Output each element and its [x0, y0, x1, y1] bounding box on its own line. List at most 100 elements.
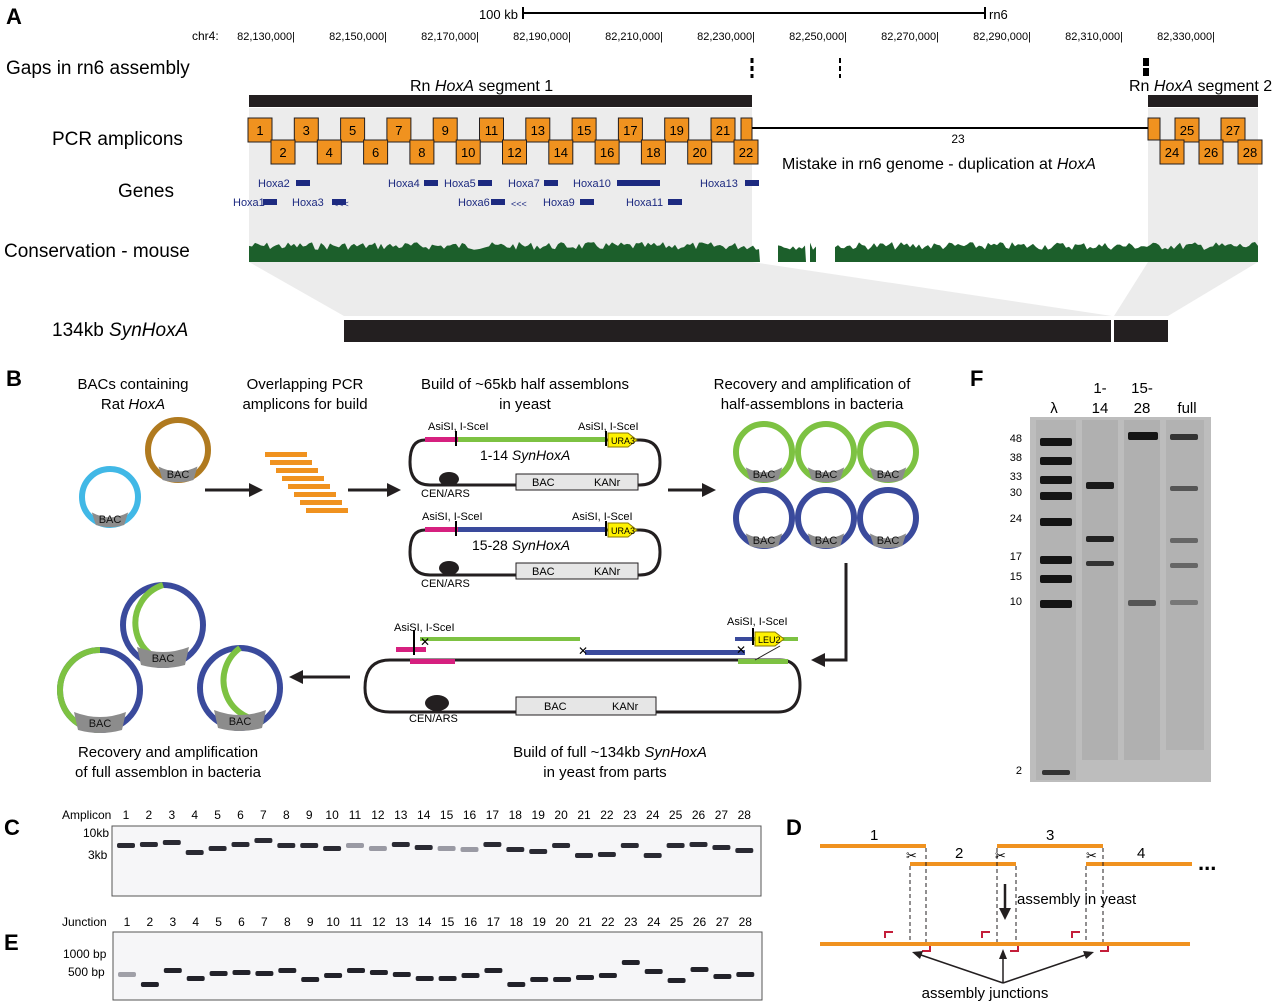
gel-e-lane-label: 17	[487, 915, 501, 929]
panel-a-letter: A	[6, 4, 22, 29]
gel-e-band	[347, 968, 365, 973]
gene-label: Hoxa4	[388, 178, 420, 190]
gel-c-lane-label: 3	[168, 808, 175, 822]
amplicon-box: 16	[594, 139, 620, 165]
gel-c-band	[460, 847, 479, 852]
full-bac: BAC	[197, 645, 283, 731]
amplicon-box: 3	[293, 117, 319, 143]
gel-e-lane-label: 4	[192, 915, 199, 929]
svg-text:BAC: BAC	[877, 535, 900, 547]
gene-label: Hoxa1	[233, 197, 265, 209]
step2-line2: amplicons for build	[242, 396, 367, 413]
amplicon-box: 25	[1174, 117, 1200, 143]
svg-text:8: 8	[418, 145, 425, 160]
gel-c-lane-label: 6	[237, 808, 244, 822]
svg-text:22: 22	[739, 145, 753, 160]
gel-c-band	[483, 842, 502, 847]
gel-c-lane-label: 22	[600, 808, 614, 822]
coord-tick: 82,150,000|	[329, 31, 387, 43]
svg-text:KANr: KANr	[612, 701, 639, 713]
svg-text:1: 1	[870, 827, 878, 844]
gel-f-band	[1040, 457, 1072, 465]
gel-c-lane-label: 2	[146, 808, 153, 822]
gel-f-size: 30	[1010, 487, 1022, 499]
gel-e-lane-label: 23	[624, 915, 638, 929]
svg-text:26: 26	[1204, 145, 1218, 160]
gel-e-band	[507, 982, 526, 987]
gel-c-band	[254, 838, 273, 843]
amplicon-box: 9	[432, 117, 458, 143]
svg-text:CEN/ARS: CEN/ARS	[421, 488, 470, 500]
svg-text:KANr: KANr	[594, 566, 621, 578]
gel-e-band	[369, 970, 388, 975]
track-gaps-label: Gaps in rn6 assembly	[6, 58, 190, 79]
gel-c-band	[300, 843, 319, 848]
gel-c-band	[506, 847, 525, 852]
gel-f-band	[1128, 600, 1156, 606]
gel-e-band	[461, 973, 480, 978]
gel-c-lane-label: 11	[349, 808, 362, 822]
half-bac-blue: BAC	[733, 487, 795, 549]
site-left-1: AsiSI, I-SceI	[428, 421, 489, 433]
gel-f-band	[1040, 556, 1072, 564]
gel-e-lane-label: 25	[670, 915, 684, 929]
coord-tick: 82,330,000|	[1157, 31, 1215, 43]
svg-text:17: 17	[623, 123, 637, 138]
amplicon-box: 21	[710, 117, 736, 143]
ellipsis: ...	[1198, 850, 1216, 875]
gel-e-band	[667, 978, 686, 983]
gene-body	[424, 180, 438, 186]
svg-text:BAC: BAC	[532, 477, 555, 489]
half-bac-green: BAC	[733, 421, 795, 483]
gel-c-band	[368, 846, 387, 851]
gene-label: Hoxa9	[543, 197, 575, 209]
gel-e-band	[736, 972, 755, 977]
gel-e-marker-500: 500 bp	[68, 965, 105, 979]
gel-f-band	[1170, 563, 1198, 568]
coord-tick: 82,170,000|	[421, 31, 479, 43]
amplicon-box: 7	[386, 117, 412, 143]
gel-c-band	[391, 842, 410, 847]
assembly-schematic: 1 2 3 4 ... ✂ ✂ ✂ assembly in yeast asse…	[820, 827, 1216, 1002]
gene-label: Hoxa7	[508, 178, 540, 190]
process-arrows	[205, 483, 848, 684]
svg-text:BAC: BAC	[89, 718, 112, 730]
gel-f-band	[1040, 575, 1072, 583]
svg-text:CEN/ARS: CEN/ARS	[421, 578, 470, 590]
gel-c-lane-label: 28	[738, 808, 752, 822]
svg-text:BAC: BAC	[815, 469, 838, 481]
full-line1: Build of full ~134kb SynHoxA	[513, 744, 707, 761]
svg-text:✂: ✂	[906, 848, 917, 863]
yeast-construct-half2: URA3 AsiSI, I-SceI AsiSI, I-SceI 15-28 S…	[408, 511, 662, 590]
svg-text:1: 1	[256, 123, 263, 138]
gel-c-lane-label: 18	[509, 808, 523, 822]
gel-f-band	[1040, 476, 1072, 484]
gel-c	[111, 825, 762, 897]
chrom-label: chr4:	[192, 29, 219, 43]
gel-f-size: 10	[1010, 596, 1022, 608]
svg-text:BAC: BAC	[815, 535, 838, 547]
amplicon-box: 20	[687, 139, 713, 165]
half-bac-green: BAC	[857, 421, 919, 483]
coord-tick: 82,190,000|	[513, 31, 571, 43]
synhoxa-label: 134kb SynHoxA	[52, 320, 188, 341]
half2-label: 15-28 SynHoxA	[472, 537, 570, 553]
gel-c-bands	[117, 838, 754, 858]
svg-text:11: 11	[485, 123, 499, 138]
gel-e-band	[278, 968, 297, 973]
gel-e-lane-label: 12	[372, 915, 386, 929]
conservation-block	[810, 242, 816, 262]
gel-c-lane-label: 5	[214, 808, 221, 822]
svg-text:19: 19	[669, 123, 683, 138]
amplicon-box: 15	[571, 117, 597, 143]
segment2-bar	[1148, 95, 1258, 107]
gel-f-band	[1086, 482, 1114, 489]
rec-line2: of full assemblon in bacteria	[75, 764, 262, 781]
gene-label: Hoxa5	[444, 178, 476, 190]
gel-e-band	[576, 975, 594, 980]
gel-c-band	[552, 843, 571, 848]
gel-c-lane-label: 9	[306, 808, 313, 822]
gel-c-band	[346, 843, 364, 848]
